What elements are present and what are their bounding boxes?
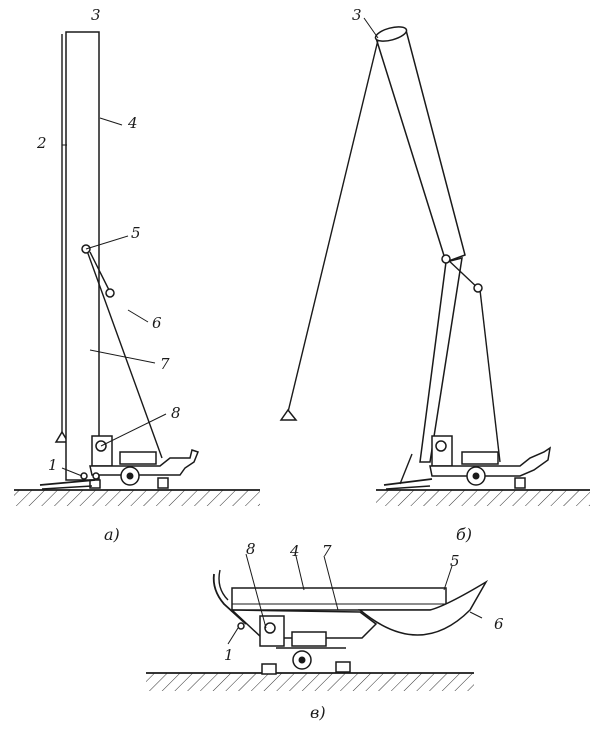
label-1-c: 1 [224, 646, 234, 664]
vehicle-c [230, 609, 378, 675]
mast-4-b [375, 29, 466, 263]
label-4-a: 4 [127, 114, 138, 132]
panel-c: 8 4 7 5 6 1 в) [146, 540, 504, 722]
panel-a: 3 2 4 5 6 7 8 1 а) [14, 6, 260, 544]
label-3-b: 3 [352, 6, 362, 24]
label-5-c: 5 [450, 552, 460, 570]
ground-c [146, 672, 474, 691]
strut-6-c [357, 579, 489, 636]
ground-b [376, 489, 590, 506]
hook-weight-b [279, 408, 298, 421]
panel-b: 3 б) [279, 6, 590, 544]
label-8-c: 8 [246, 540, 256, 558]
label-1-a: 1 [48, 456, 58, 474]
hook-weight-a [54, 430, 70, 443]
mast-4-a [65, 31, 100, 481]
vehicle-a [39, 435, 199, 490]
vehicle-b [383, 435, 552, 490]
caption-a: а) [104, 525, 120, 544]
hinge-6-a [105, 288, 115, 298]
label-5-a: 5 [131, 224, 141, 242]
label-6-a: 6 [152, 314, 162, 332]
rope-2-b [287, 39, 379, 413]
label-4-c: 4 [289, 542, 300, 560]
caption-b: б) [456, 525, 472, 544]
label-3-a: 3 [91, 6, 101, 24]
label-8-a: 8 [171, 404, 181, 422]
label-7-c: 7 [322, 542, 332, 560]
label-7-a: 7 [160, 355, 170, 373]
label-6-c: 6 [494, 615, 504, 633]
caption-c: в) [310, 703, 326, 722]
mast-4-c [231, 587, 447, 611]
label-2-a: 2 [36, 134, 47, 152]
ground-a [14, 489, 260, 506]
strut-6-a [85, 247, 163, 459]
